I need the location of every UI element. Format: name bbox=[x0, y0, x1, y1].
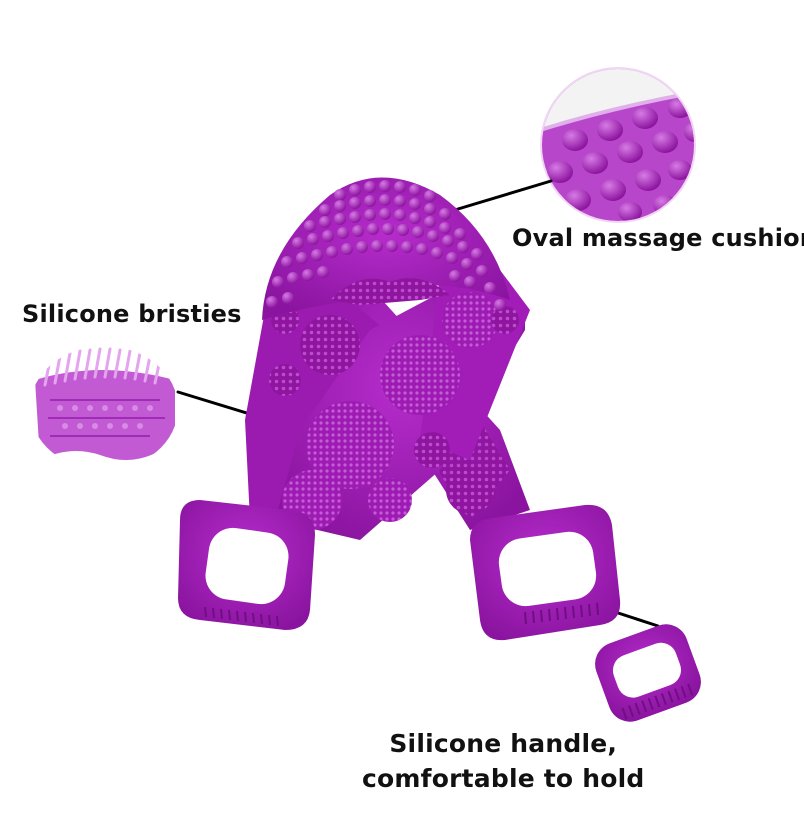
bristles-zoom-bubble bbox=[30, 346, 178, 470]
callout-line-cushion bbox=[446, 179, 553, 214]
oval-massage-cushion bbox=[262, 177, 510, 320]
handle-label: Silicone handle, comfortable to hold bbox=[362, 726, 644, 796]
handle-label-line2: comfortable to hold bbox=[362, 764, 645, 793]
bristles-label: Silicone bristies bbox=[22, 300, 242, 328]
left-handle bbox=[178, 500, 315, 630]
handle-detail bbox=[595, 624, 701, 722]
back-scrubber bbox=[178, 177, 621, 641]
oval-cushion-label: Oval massage cushion bbox=[512, 224, 804, 252]
cushion-zoom-bubble bbox=[540, 67, 696, 223]
right-handle bbox=[470, 504, 621, 641]
handle-label-line1: Silicone handle, bbox=[389, 729, 618, 758]
